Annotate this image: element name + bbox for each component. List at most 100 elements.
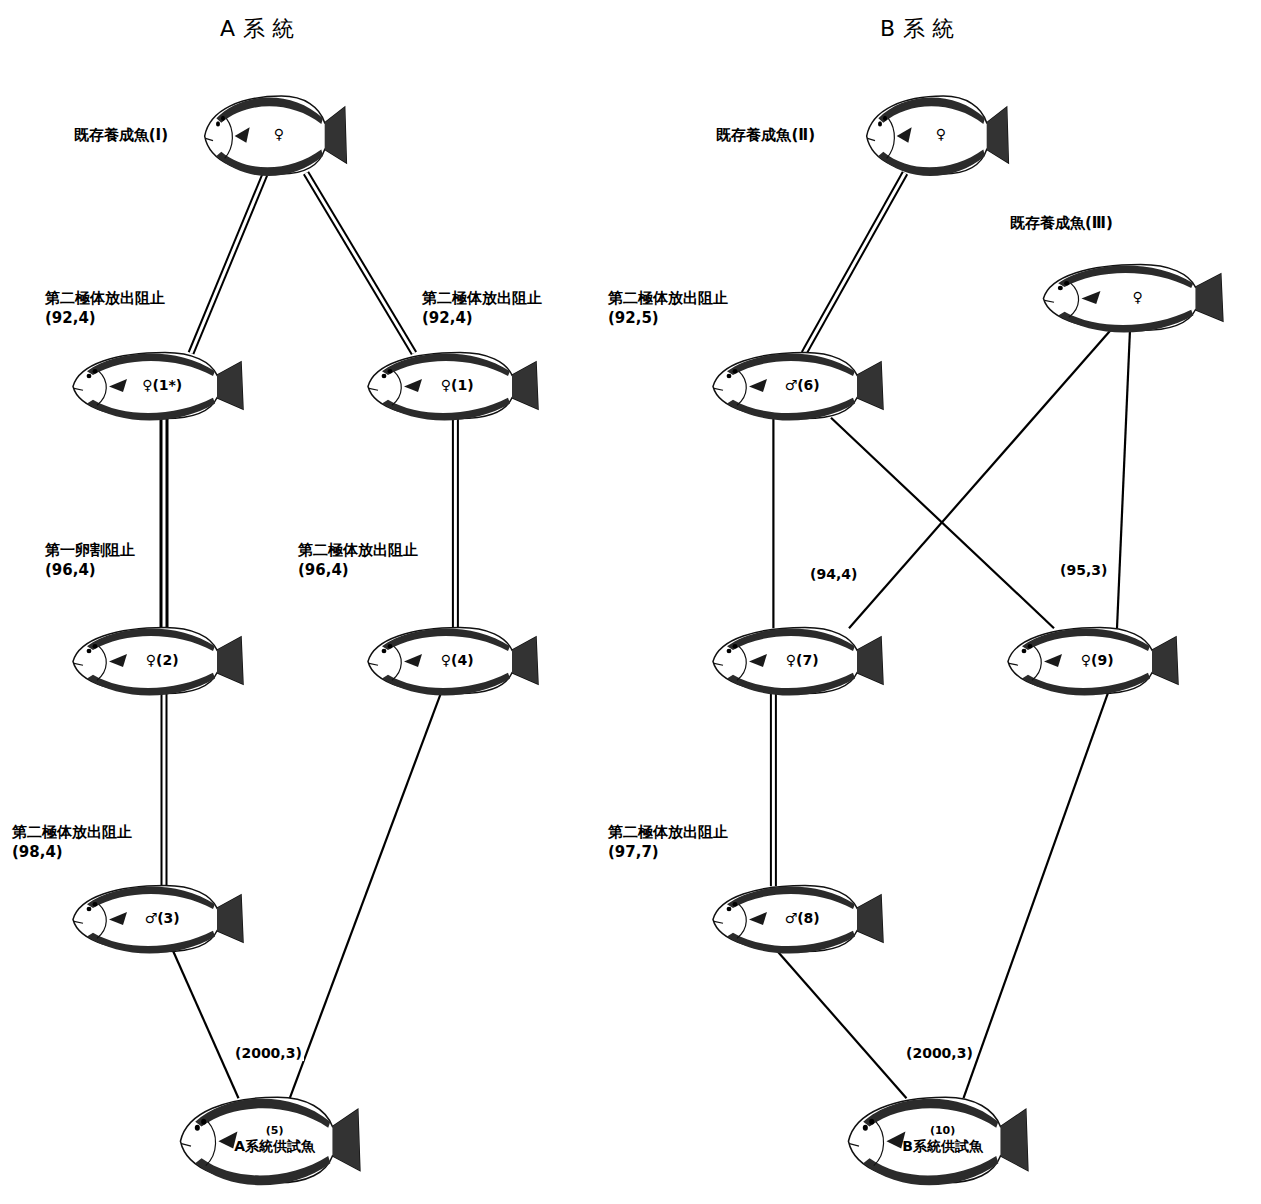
lineage-connector — [455, 418, 456, 628]
ventral-fin — [382, 673, 510, 696]
gill-line — [737, 371, 746, 405]
flounder-illustration — [860, 85, 1010, 185]
fish-id: ♂(6) — [785, 377, 820, 395]
dorsal-fin — [382, 629, 510, 651]
fish-eye — [87, 907, 92, 912]
tail-fin — [1000, 1109, 1027, 1170]
lineage-connector — [306, 173, 414, 353]
fish-eye — [1028, 644, 1033, 649]
ventral-fin — [87, 931, 215, 954]
fish-eye — [1022, 649, 1027, 654]
mouth-line — [714, 921, 723, 923]
fish-id: ♀(4) — [441, 652, 474, 670]
pectoral-fin — [749, 912, 767, 925]
fish-node: ♀(2) — [65, 618, 245, 703]
fish-eye — [733, 369, 738, 374]
gill-line — [392, 646, 401, 680]
cross-line — [173, 951, 239, 1098]
fish-node: ♂(3) — [65, 876, 245, 961]
fish-node: ♀既存養成魚(Ⅱ) — [860, 85, 1010, 185]
treatment-label: 第二極体放出阻止 (92,4) — [45, 288, 171, 329]
mouth-line — [850, 1144, 860, 1146]
mouth-line — [714, 388, 723, 390]
fish-label-area: ♀(4) — [360, 618, 540, 703]
date-label: (95,3) — [1058, 562, 1109, 578]
lineage-connector — [1117, 330, 1130, 628]
flounder-illustration — [1035, 255, 1225, 340]
fish-id: ♀(1*) — [142, 377, 182, 395]
tail-fin — [512, 362, 538, 409]
gill-line — [97, 904, 106, 938]
fish-label-area: ♀(1*) — [65, 343, 245, 428]
fish-node: ♀(7) — [705, 618, 885, 703]
fish-id: ♀ — [936, 126, 946, 144]
gill-line — [206, 1122, 216, 1166]
ventral-fin — [1058, 310, 1193, 333]
fish-label-area: ♂(6) — [705, 343, 885, 428]
tail-fin — [987, 107, 1009, 163]
double-line-gap — [306, 173, 414, 353]
mouth-line — [74, 388, 83, 390]
dorsal-fin — [87, 887, 215, 909]
pectoral-fin — [749, 379, 767, 392]
ventral-fin — [87, 673, 215, 696]
ventral-fin — [727, 398, 855, 421]
fish-eye — [201, 1119, 206, 1125]
fish-eye — [869, 1119, 874, 1125]
dorsal-fin — [727, 354, 855, 376]
stock-heading: 既存養成魚(Ⅲ) — [1010, 214, 1113, 233]
treatment-label: 第一卵割阻止 (96,4) — [45, 540, 171, 581]
fish-label-area: (10)B系統供試魚 — [840, 1085, 1030, 1195]
fish-eye — [87, 649, 92, 654]
gill-line — [1069, 283, 1079, 317]
double-line-gap — [454, 418, 457, 628]
fish-id: (5) — [266, 1124, 284, 1138]
mouth-line — [74, 921, 83, 923]
gill-line — [1032, 646, 1041, 680]
ventral-fin — [87, 398, 215, 421]
dorsal-fin — [878, 97, 985, 123]
lineage-title: B系統 — [880, 14, 962, 44]
double-line — [770, 693, 777, 886]
fish-eye — [733, 644, 738, 649]
dorsal-fin — [1022, 629, 1150, 651]
fish-eye — [195, 1125, 200, 1131]
lineage-title: A系統 — [220, 14, 302, 44]
tail-fin — [857, 362, 883, 409]
fish-eye — [87, 374, 92, 379]
dorsal-fin — [863, 1099, 998, 1128]
gill-line — [225, 118, 233, 158]
tail-fin — [512, 637, 538, 684]
mouth-line — [1009, 663, 1018, 665]
lineage-connector — [773, 693, 774, 886]
fish-id: ♀ — [274, 126, 284, 144]
ventral-fin — [1022, 673, 1150, 696]
fish-node: ♀(4) — [360, 618, 540, 703]
fish-eye — [727, 374, 732, 379]
fish-node: ♀既存養成魚(Ⅰ) — [198, 85, 348, 185]
cross-line — [831, 418, 1054, 628]
fish-node: ♀(1*) — [65, 343, 245, 428]
ventral-fin — [216, 149, 323, 176]
pectoral-fin — [109, 379, 127, 392]
double-line — [804, 173, 905, 353]
ventral-fin — [195, 1156, 330, 1185]
fish-label-area: ♀(1) — [360, 343, 540, 428]
fish-label-area: ♀(7) — [705, 618, 885, 703]
fish-eye — [1058, 286, 1063, 291]
dorsal-fin — [87, 354, 215, 376]
lineage-connector — [773, 418, 774, 628]
fish-id: ♀(9) — [1081, 652, 1114, 670]
mouth-line — [868, 138, 876, 140]
fish-eye — [727, 649, 732, 654]
tail-fin — [857, 637, 883, 684]
ventral-fin — [878, 149, 985, 176]
cross-line — [1117, 330, 1130, 628]
lineage-connector — [290, 693, 441, 1098]
fish-eye — [727, 907, 732, 912]
lineage-connector — [964, 693, 1109, 1098]
fish-eye — [388, 644, 393, 649]
dorsal-fin — [216, 97, 323, 123]
